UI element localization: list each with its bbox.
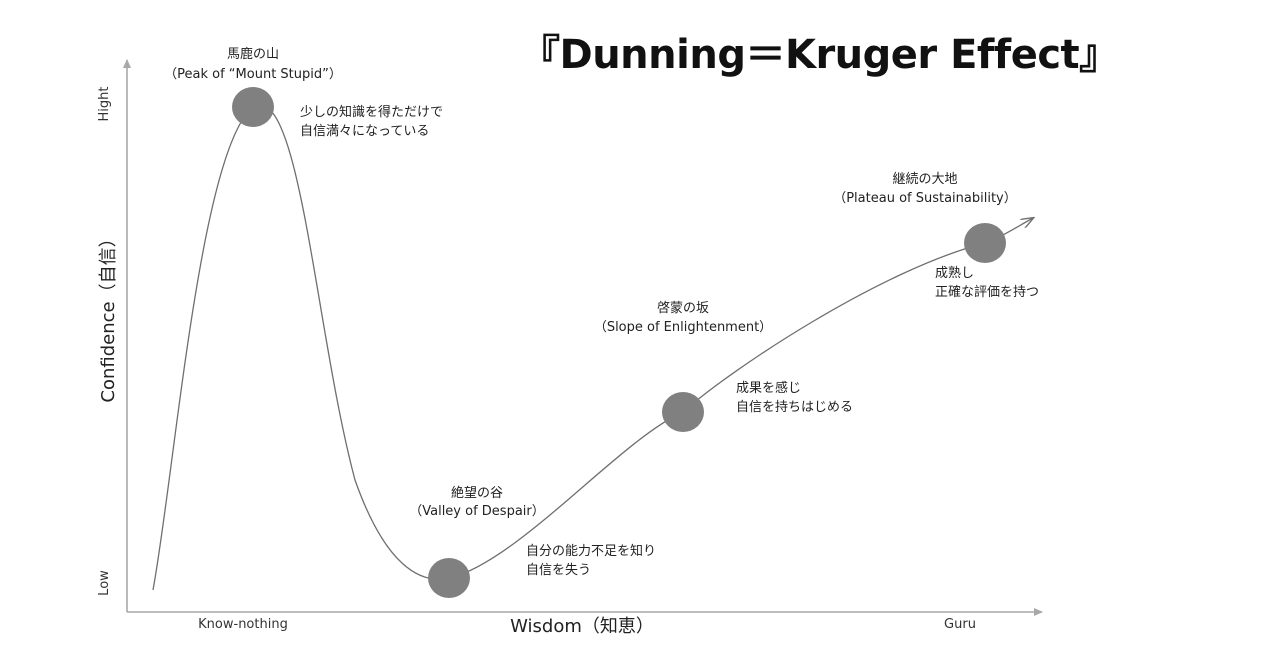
y-axis-high-label: Hight — [97, 86, 112, 122]
x-axis-low-label: Know-nothing — [198, 617, 288, 632]
peak-desc-line2: 自信満々になっている — [300, 124, 430, 139]
slope-desc-line1: 成果を感じ — [736, 381, 802, 396]
valley-name: 絶望の谷 — [450, 486, 503, 501]
peak-name-en: （Peak of “Mount Stupid”） — [164, 67, 342, 82]
confidence-curve — [152, 104, 1033, 591]
plateau-desc-line2: 正確な評価を持つ — [935, 285, 1040, 300]
y-axis-title: Confidence（自信） — [98, 229, 119, 403]
valley-name-en: （Valley of Despair） — [409, 504, 545, 519]
y-axis-low-label: Low — [97, 570, 112, 596]
plateau-marker — [964, 223, 1006, 263]
valley-marker — [428, 558, 470, 598]
slope-name: 啓蒙の坂 — [656, 301, 709, 316]
peak-desc-line1: 少しの知識を得ただけで — [300, 105, 444, 120]
peak-name: 馬鹿の山 — [226, 47, 279, 62]
valley-desc-line1: 自分の能力不足を知り — [526, 544, 657, 559]
plateau-name: 継続の大地 — [892, 172, 958, 187]
x-axis-high-label: Guru — [944, 617, 976, 632]
x-axis-title: Wisdom（知恵） — [510, 616, 654, 637]
plateau-desc-line1: 成熟し — [935, 266, 975, 281]
slope-marker — [662, 392, 704, 432]
diagram-title: 『Dunning＝Kruger Effect』 — [520, 32, 1119, 78]
peak-marker — [232, 87, 274, 127]
valley-desc-line2: 自信を失う — [526, 563, 592, 578]
plateau-name-en: （Plateau of Sustainability） — [833, 191, 1017, 206]
slope-desc-line2: 自信を持ちはじめる — [736, 400, 854, 415]
slope-name-en: （Slope of Enlightenment） — [593, 320, 773, 335]
